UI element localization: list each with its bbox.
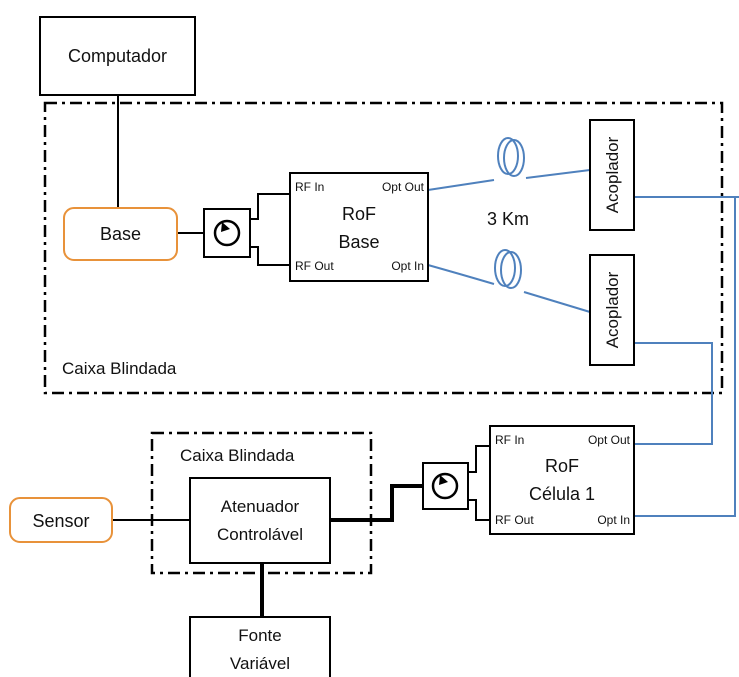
circulator-cell-arrow-icon [439,475,448,485]
wire-circ-rf-in-cell [468,445,490,473]
sensor-label: Sensor [32,511,89,531]
wire-circ-rf-out-base [250,246,290,266]
circulator-cell [422,462,469,510]
rof-base-opt-out: Opt Out [382,180,425,194]
base-block [63,207,178,261]
circulator-base-body [203,208,251,258]
rof-base-opt-in: Opt In [391,259,424,273]
rof-cell-rf-out: RF Out [495,513,534,527]
fiber-right-edge [634,197,736,517]
shielded-box-top [43,101,724,395]
fiber-lower-coupler-out [634,342,713,445]
circulator-cell-icon [431,472,459,500]
fiber-base-optout-coupler [427,169,591,191]
rof-cell-opt-in: Opt In [597,513,630,527]
rof-base-rf-in: RF In [295,180,324,194]
shielded-box-top-label: Caixa Blindada [62,359,177,378]
fiber-length-label: 3 Km [487,209,529,229]
circulator-cell-body [422,462,469,510]
rof-cell-block [489,425,635,535]
rof-base-rf-out: RF Out [295,259,334,273]
source-label-1: Fonte [238,626,281,645]
attenuator-block [189,477,331,564]
computer-block [39,16,196,96]
wire-attenuator-circulator [330,484,423,522]
rof-base-title-2: Base [338,232,379,252]
source-block [189,616,331,677]
rof-cell-title-1: RoF [545,456,579,476]
rof-cell-title-2: Célula 1 [529,484,595,504]
rof-base-title-1: RoF [342,204,376,224]
circulator-base-arrow-icon [221,222,230,232]
attenuator-label-1: Atenuador [221,497,300,516]
circulator-base [203,208,251,258]
rof-cell-rf-in: RF In [495,433,524,447]
source-label-2: Variável [230,654,290,673]
coupler-top-label: Acoplador [603,136,622,213]
sensor-block [9,497,113,543]
coupler-bottom-block [589,254,635,366]
wire-circ-rf-out-cell [468,499,490,521]
attenuator-label-2: Controlável [217,525,303,544]
rof-cell-opt-out: Opt Out [588,433,631,447]
coupler-top-block [589,119,635,231]
coupler-bottom-label: Acoplador [603,271,622,348]
rof-base-block [289,172,429,282]
fiber-spool-top-inner [503,139,525,177]
computer-label: Computador [68,46,167,66]
shielded-box-bottom-label: Caixa Blindada [180,446,295,465]
wire-circ-rf-in-base [250,193,290,220]
base-label: Base [100,224,141,244]
circulator-base-icon [213,219,241,247]
fiber-base-optin-coupler [427,264,591,313]
fiber-spool-bottom-inner [500,251,522,289]
